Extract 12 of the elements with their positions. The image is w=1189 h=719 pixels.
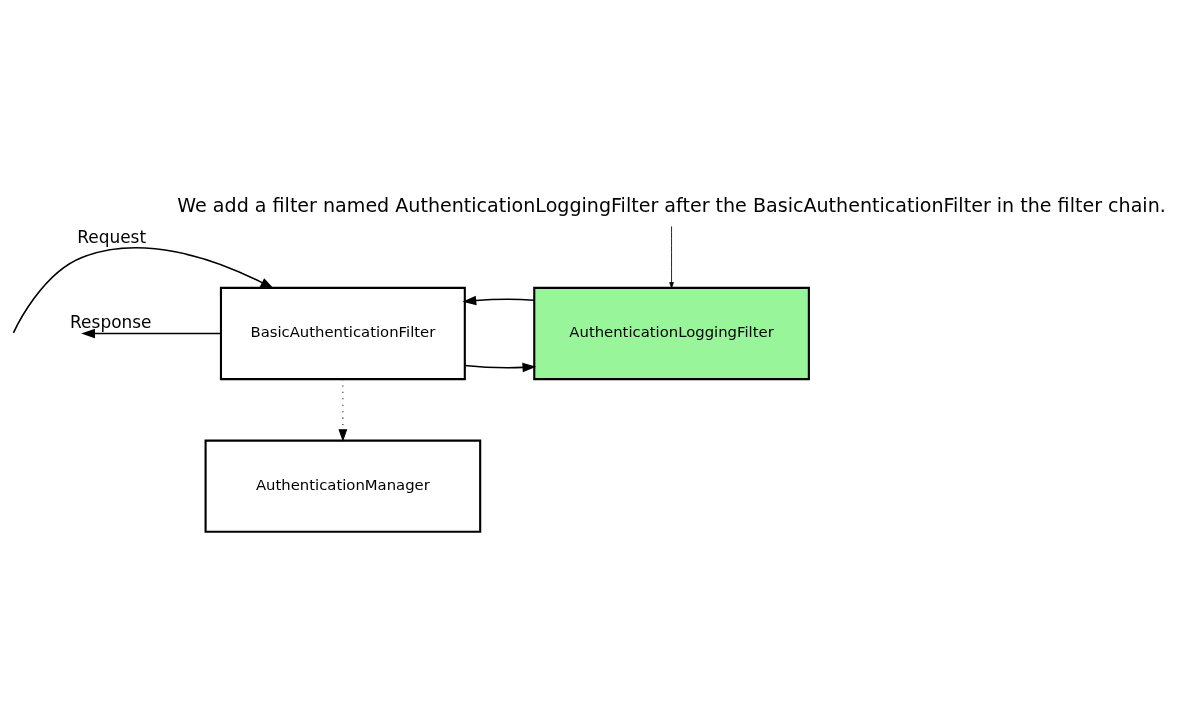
arrow: [464, 362, 537, 372]
arrow: [12, 246, 275, 334]
edge-label: Request: [77, 226, 147, 247]
node-box: AuthenticationLoggingFilter: [533, 286, 810, 380]
edge-label: Response: [70, 311, 152, 332]
node-box: AuthenticationManager: [204, 439, 482, 533]
arrow: [81, 328, 222, 338]
arrow: [462, 295, 535, 305]
arrow: [338, 378, 348, 442]
arrow: [669, 225, 674, 288]
node-box: BasicAuthenticationFilter: [219, 286, 466, 380]
node-text: We add a filter named AuthenticationLoggingFilter after the BasicAuthenticationFilter in the filter chain.: [177, 193, 1166, 216]
